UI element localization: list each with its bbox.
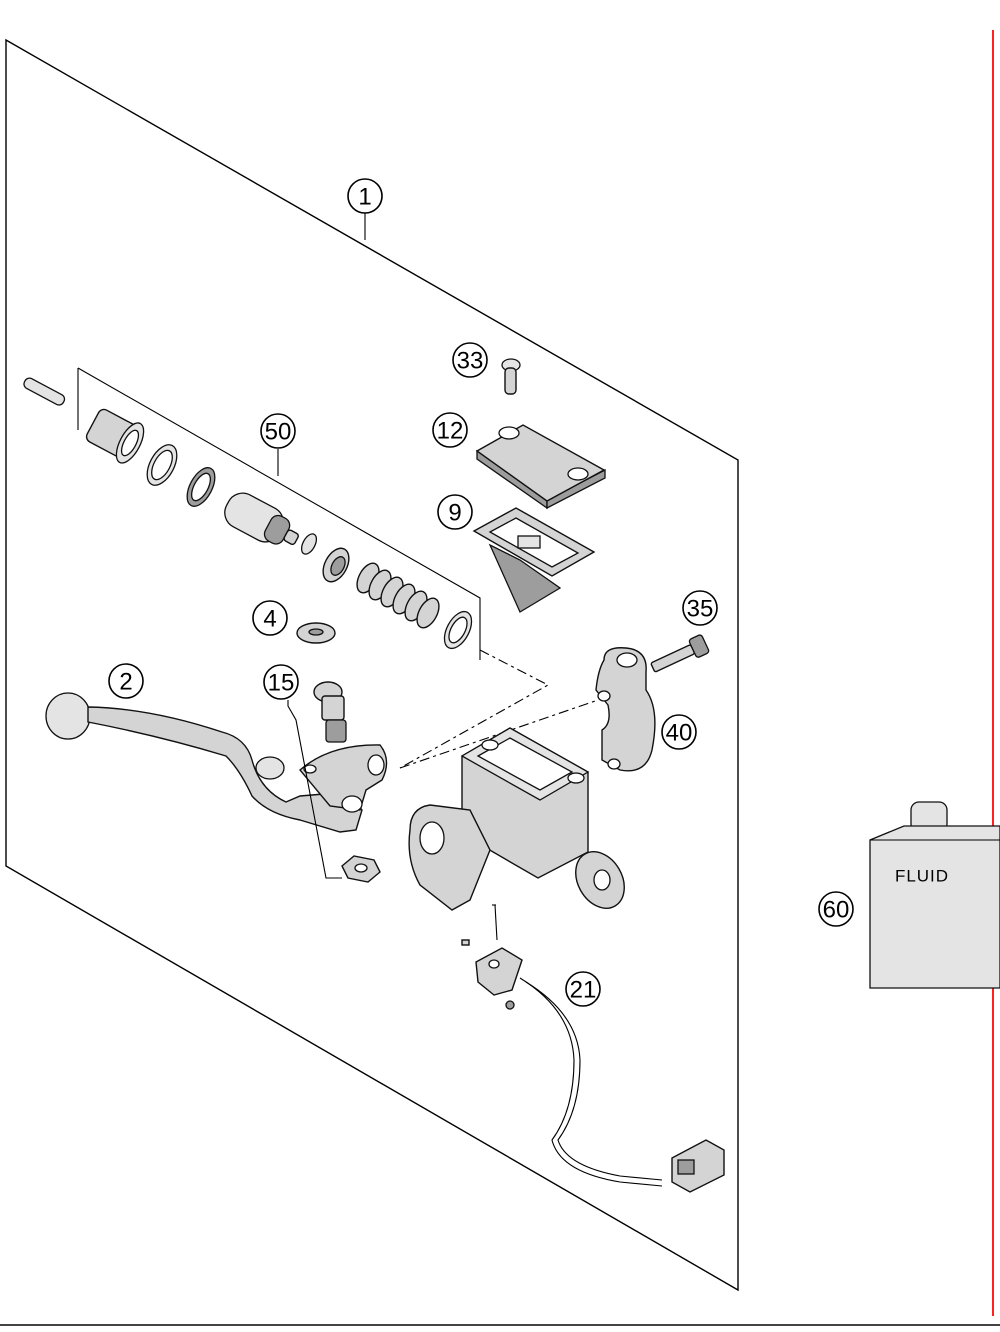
clamp-part bbox=[595, 647, 656, 772]
assembly-axis-2 bbox=[399, 699, 599, 769]
callout-4-label: 4 bbox=[263, 606, 276, 633]
spring bbox=[356, 562, 440, 629]
callout-21: 21 bbox=[565, 971, 601, 1007]
callout-33-label: 33 bbox=[457, 348, 484, 375]
callout-15: 15 bbox=[263, 664, 299, 700]
screw-part bbox=[501, 358, 521, 395]
assembly-axis-1 bbox=[399, 649, 550, 769]
brake-switch-part bbox=[461, 904, 725, 1193]
callout-9: 9 bbox=[437, 494, 473, 530]
callout-1: 1 bbox=[347, 178, 383, 214]
callout-2-label: 2 bbox=[119, 669, 132, 696]
master-cylinder-body bbox=[408, 727, 625, 911]
callout-2: 2 bbox=[108, 663, 144, 699]
callout-40: 40 bbox=[661, 714, 697, 750]
callout-50: 50 bbox=[260, 413, 296, 449]
callout-12-label: 12 bbox=[437, 418, 464, 445]
callout-33: 33 bbox=[452, 342, 488, 378]
callout-35: 35 bbox=[682, 590, 718, 626]
callout-60-label: 60 bbox=[823, 897, 850, 924]
piston-kit-parts bbox=[23, 377, 473, 650]
assembly-outline bbox=[5, 38, 739, 1292]
fluid-bottle: FLUID bbox=[869, 801, 1000, 989]
bolt-part bbox=[650, 634, 710, 673]
pivot-bolt-part bbox=[287, 681, 381, 883]
callout-15-label: 15 bbox=[268, 670, 295, 697]
callout-1-label: 1 bbox=[358, 184, 371, 211]
reservoir-cover-part bbox=[475, 424, 606, 510]
callout-40-label: 40 bbox=[666, 720, 693, 747]
callout-50-label: 50 bbox=[265, 419, 292, 446]
callout-35-label: 35 bbox=[687, 596, 714, 623]
brake-lever-part bbox=[45, 692, 388, 833]
callout-4: 4 bbox=[252, 600, 288, 636]
fluid-label: FLUID bbox=[895, 867, 949, 886]
piston-kit-bracket bbox=[77, 367, 481, 660]
callout-60: 60 bbox=[818, 891, 854, 927]
diaphragm-part bbox=[472, 507, 596, 613]
callout-12: 12 bbox=[432, 412, 468, 448]
callout-21-label: 21 bbox=[570, 977, 597, 1004]
callout-9-label: 9 bbox=[448, 500, 461, 527]
